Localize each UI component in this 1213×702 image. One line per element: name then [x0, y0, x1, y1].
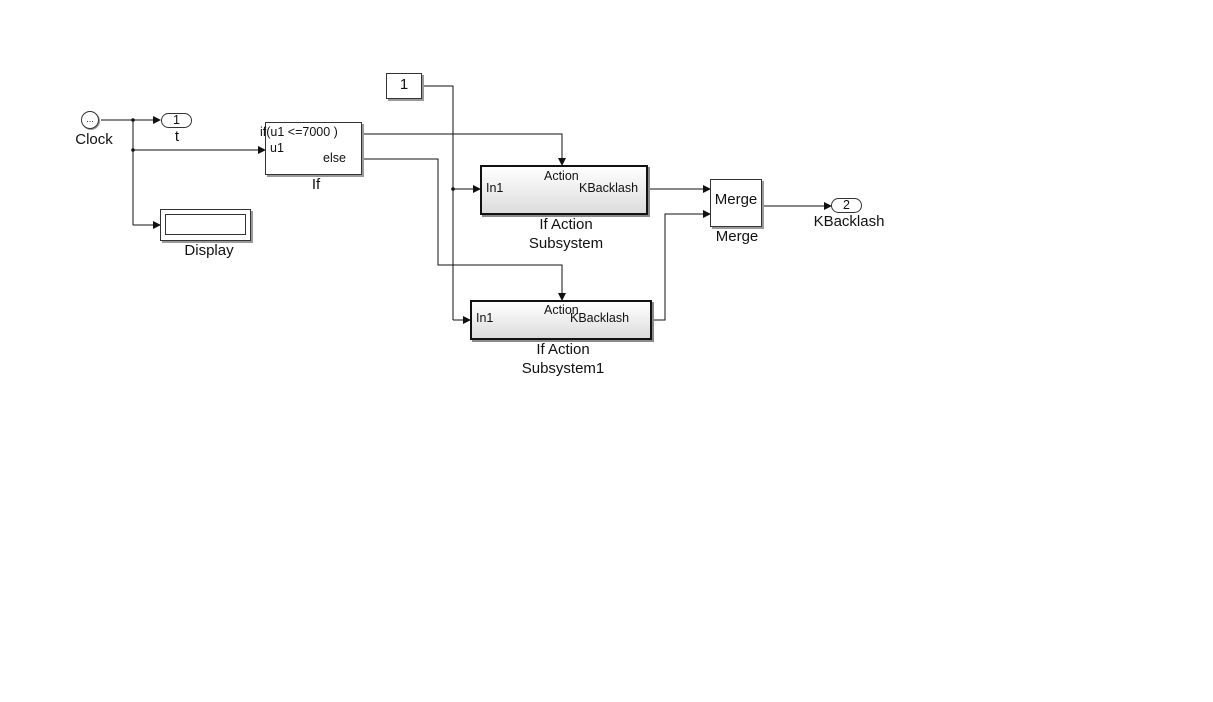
outport-t-number: 1 [173, 113, 180, 127]
display-block[interactable] [160, 209, 251, 241]
display-screen [165, 214, 246, 235]
subsystem1-in-port: In1 [476, 311, 494, 325]
if-label: If [311, 176, 321, 193]
signal-subsystem1-to-merge[interactable] [652, 210, 711, 321]
clock-block[interactable]: ... [81, 111, 99, 129]
subsystem-label-line1: If Action [539, 216, 593, 233]
signal-if-action[interactable] [362, 133, 566, 166]
outport-t-label: t [174, 128, 180, 145]
subsystem-action-port: Action [544, 169, 579, 183]
subsystem1-label-line1: If Action [536, 341, 590, 358]
merge-inner-text: Merge [714, 191, 758, 208]
subsystem-out-port: KBacklash [579, 181, 639, 195]
constant-block[interactable]: 1 [386, 73, 422, 99]
if-condition-port: if(u1 <=7000 ) [260, 125, 338, 139]
signal-else-action[interactable] [362, 158, 566, 301]
outport-kbacklash[interactable]: 2 [831, 198, 862, 213]
subsystem1-action-port: Action [544, 303, 579, 317]
merge-block[interactable]: Merge [710, 179, 762, 227]
outport-t[interactable]: 1 [161, 113, 192, 128]
branch-point [131, 118, 135, 122]
merge-label: Merge [715, 228, 759, 245]
if-input-port: u1 [270, 141, 284, 155]
subsystem1-label-line2: Subsystem1 [521, 360, 605, 377]
if-else-port: else [323, 151, 346, 165]
signal-constant-route[interactable] [422, 85, 454, 320]
if-block[interactable]: if(u1 <=7000 ) u1 else [260, 122, 362, 175]
outport-kbacklash-label: KBacklash [813, 213, 885, 230]
subsystem-label-line2: Subsystem [528, 235, 604, 252]
if-action-subsystem[interactable]: Action In1 KBacklash [480, 165, 648, 215]
display-label: Display [184, 242, 234, 259]
clock-label: Clock [75, 131, 113, 148]
clock-icon: ... [86, 114, 94, 124]
branch-point [131, 148, 135, 152]
subsystem1-out-port: KBacklash [570, 311, 630, 325]
outport-kbacklash-number: 2 [843, 198, 850, 212]
subsystem-in-port: In1 [486, 181, 504, 195]
constant-value: 1 [399, 76, 409, 93]
branch-point [451, 187, 455, 191]
if-action-subsystem1[interactable]: Action In1 KBacklash [470, 300, 652, 340]
